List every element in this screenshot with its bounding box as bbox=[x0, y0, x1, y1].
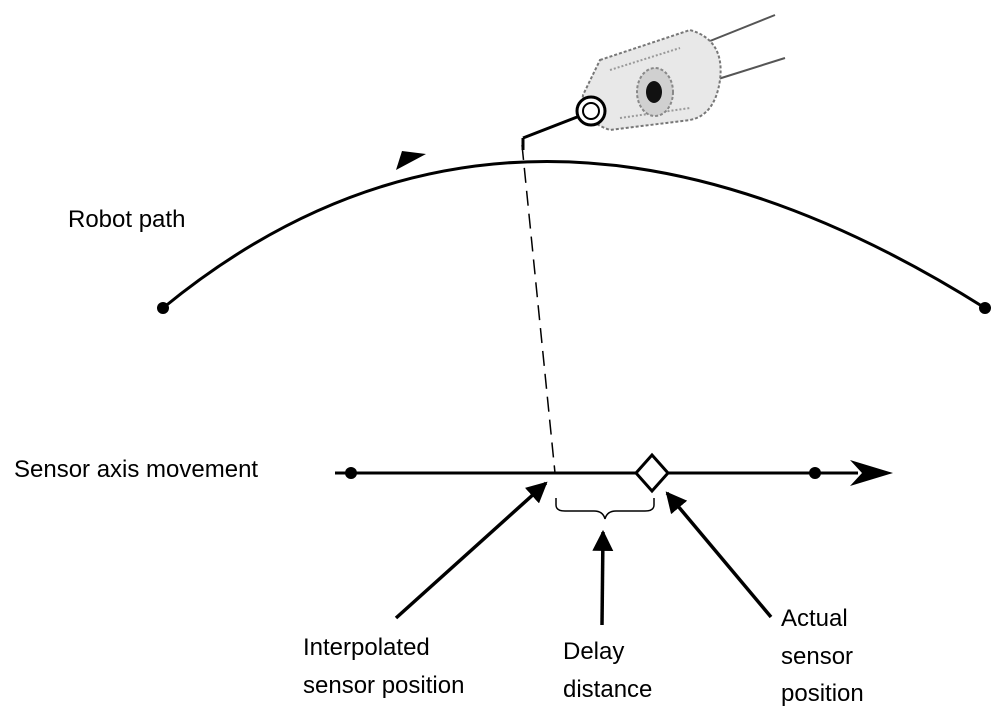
robot-path-arc bbox=[162, 160, 986, 310]
delay-distance-line1: Delay bbox=[563, 638, 625, 665]
actual-sensor-position-line1: Actual bbox=[781, 605, 848, 632]
sensor-axis-arrowhead bbox=[850, 460, 893, 486]
actual-pointer-arrow bbox=[665, 491, 773, 619]
actual-sensor-position-line2: sensor bbox=[781, 643, 854, 670]
robot-path-label: Robot path bbox=[68, 206, 186, 233]
interpolated-pointer-arrow bbox=[394, 481, 548, 620]
delay-distance-brace bbox=[555, 498, 655, 520]
sensor-axis-start-dot bbox=[345, 467, 357, 479]
projection-dashed-line bbox=[521, 144, 556, 474]
actual-sensor-position-line3: position bbox=[781, 680, 864, 707]
delay-distance-line2: distance bbox=[563, 676, 653, 703]
robot-arm-icon bbox=[521, 14, 786, 150]
interpolated-sensor-position-line2: sensor position bbox=[303, 672, 465, 699]
actual-position-diamond bbox=[633, 452, 671, 494]
robot-path-start-dot bbox=[157, 302, 169, 314]
sensor-axis-end-dot bbox=[809, 467, 821, 479]
delay-pointer-arrow bbox=[592, 529, 614, 626]
interpolated-sensor-position-line1: Interpolated bbox=[303, 634, 430, 661]
robot-path-end-dot bbox=[979, 302, 991, 314]
robot-path-direction-arrow bbox=[396, 151, 426, 170]
sensor-axis-movement-label: Sensor axis movement bbox=[14, 456, 259, 483]
